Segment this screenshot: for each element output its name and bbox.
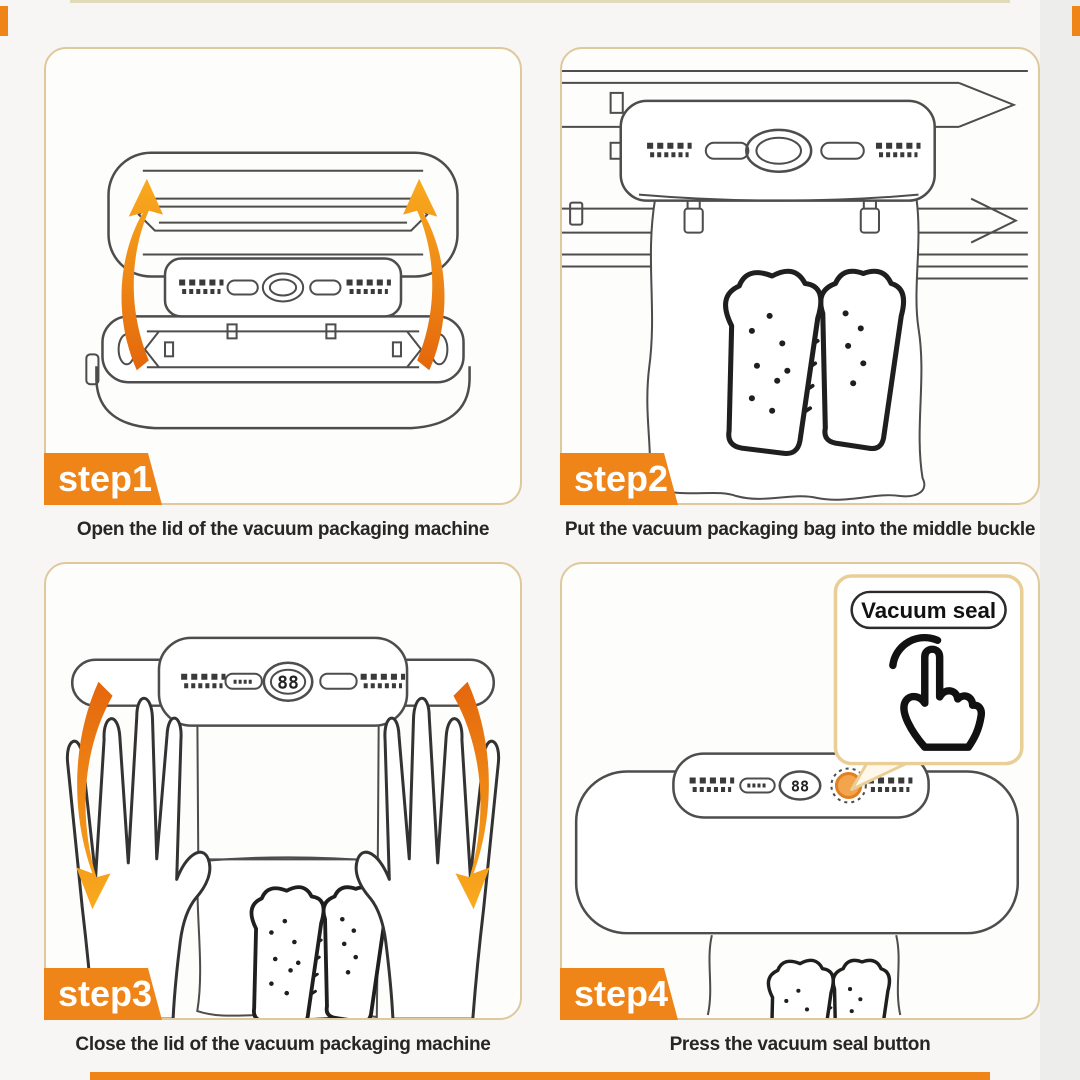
bread-slices bbox=[766, 958, 892, 1018]
callout-label-pill bbox=[850, 590, 1007, 630]
step2-badge-label: step2 bbox=[574, 458, 669, 499]
callout-label-text: Vacuum seal bbox=[861, 598, 996, 623]
display-value-text: 88 bbox=[791, 778, 809, 796]
right-edge-accent bbox=[1072, 6, 1080, 36]
bottom-edge-accent-bar bbox=[90, 1072, 990, 1080]
step1-caption: Open the lid of the vacuum packaging mac… bbox=[76, 519, 490, 540]
control-panel: 88 bbox=[157, 636, 409, 727]
display-value-text: 88 bbox=[277, 673, 299, 694]
step3-panel: 88 step3 bbox=[44, 562, 522, 1020]
curved-arrow-down-icon bbox=[453, 681, 490, 910]
step1-badge: step1 bbox=[44, 453, 162, 505]
step4-panel: 88 Vacuum seal step4 bbox=[560, 562, 1040, 1020]
top-edge-line bbox=[70, 0, 1010, 3]
step2-panel: step2 bbox=[560, 47, 1040, 505]
step2-section: step2 Put the vacuum packaging bag into … bbox=[560, 47, 1040, 541]
press-button-illustration: 88 Vacuum seal bbox=[574, 574, 1024, 1018]
step4-badge: step4 bbox=[560, 968, 678, 1020]
step4-section: 88 Vacuum seal step4 Press the vacuum se… bbox=[560, 562, 1040, 1056]
step1-panel: step1 bbox=[44, 47, 522, 505]
button-highlight-ring bbox=[830, 767, 867, 804]
bag-insert-illustration bbox=[562, 69, 1028, 501]
callout: Vacuum seal bbox=[833, 574, 1024, 791]
step1-section: step1 Open the lid of the vacuum packagi… bbox=[44, 47, 522, 541]
step3-section: 88 step3 Close the lid of the va bbox=[44, 562, 522, 1056]
step2-caption: Put the vacuum packaging bag into the mi… bbox=[564, 519, 1036, 540]
step2-badge: step2 bbox=[560, 453, 678, 505]
step3-badge: step3 bbox=[44, 968, 162, 1020]
vacuum-bag bbox=[706, 934, 902, 1016]
step3-badge-label: step3 bbox=[58, 973, 153, 1014]
open-machine-illustration bbox=[85, 151, 471, 430]
step1-badge-label: step1 bbox=[58, 458, 153, 499]
step4-caption: Press the vacuum seal button bbox=[669, 1034, 931, 1055]
left-edge-accent bbox=[0, 6, 8, 36]
close-lid-illustration: 88 bbox=[65, 636, 501, 1018]
control-panel bbox=[163, 257, 403, 318]
step3-caption: Close the lid of the vacuum packaging ma… bbox=[75, 1034, 491, 1055]
curved-arrow-up-icon bbox=[403, 178, 445, 371]
curved-arrow-up-icon bbox=[121, 178, 163, 371]
step4-badge-label: step4 bbox=[574, 973, 669, 1014]
machine-base bbox=[85, 315, 471, 430]
control-panel bbox=[609, 99, 936, 202]
curved-arrow-down-icon bbox=[76, 681, 113, 910]
background-gray-band bbox=[1040, 0, 1080, 1080]
